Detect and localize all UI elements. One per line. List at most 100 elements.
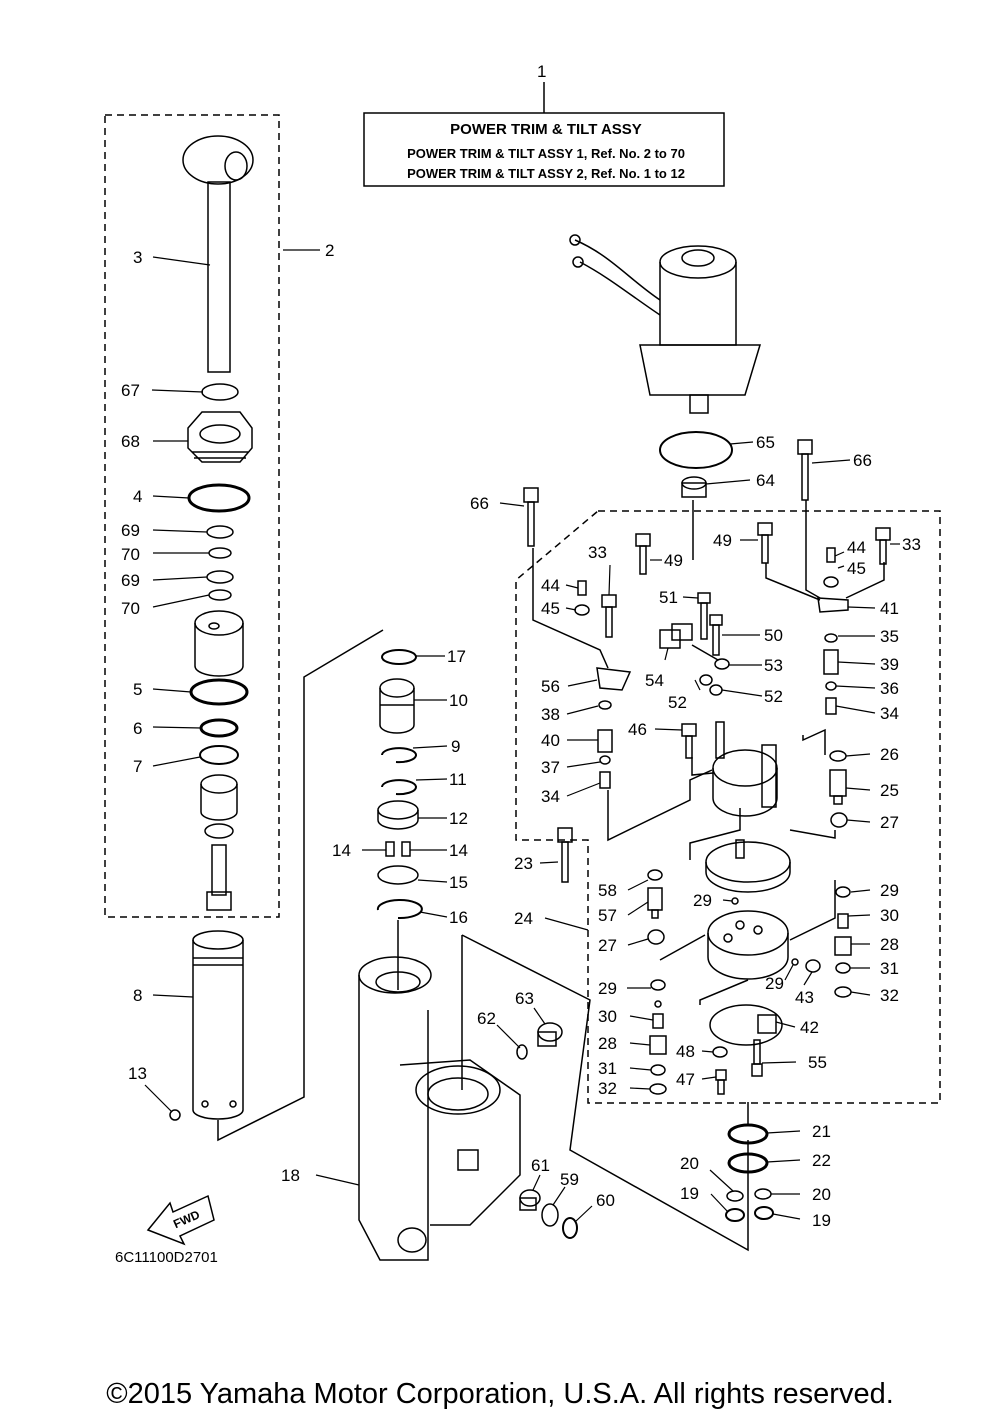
callout-27-b: 27 [598,936,617,955]
bracket-link-line-d [845,562,885,599]
callout-29-d: 29 [598,979,617,998]
part-59-o-ring [541,1203,559,1227]
callout-34-b: 34 [541,787,560,806]
callout-49: 49 [664,551,683,570]
callout-54: 54 [645,671,664,690]
callout-22: 22 [812,1151,831,1170]
callout-18: 18 [281,1166,300,1185]
callout-68: 68 [121,432,140,451]
part-35-seal [824,633,838,643]
callout-13: 13 [128,1064,147,1083]
part-29-cup-b [650,979,666,991]
part-46-bolt [681,723,697,759]
title-number: 1 [537,62,546,81]
callout-16: 16 [449,908,468,927]
callout-28: 28 [880,935,899,954]
part-18-housing [358,956,521,1261]
part-25-valve [829,769,847,805]
bracket-link-line [532,548,609,669]
part-5-o-ring [189,678,249,706]
callout-14: 14 [332,841,351,860]
callout-48: 48 [676,1042,695,1061]
part-12-seat [377,800,419,830]
title-line-1: POWER TRIM & TILT ASSY 1, Ref. No. 2 to … [407,146,685,161]
callout-29-c: 29 [765,974,784,993]
part-58-seal [647,869,663,881]
part-29-ball-c [654,1000,662,1008]
callout-56: 56 [541,677,560,696]
callout-3: 3 [133,248,142,267]
callout-66: 66 [853,451,872,470]
part-11-ring [381,779,417,796]
part-52-seal-b [709,684,723,696]
part-33-bolt-b [601,594,617,638]
part-31-seal-b [650,1064,666,1076]
part-70-o-ring-b [208,589,232,601]
callout-20: 20 [680,1154,699,1173]
part-29-ball [731,897,739,905]
block-link-line-c [659,934,706,961]
motor [569,234,762,414]
callout-11: 11 [449,770,467,789]
part-37-ball [599,755,611,765]
part-20-ring-b [754,1188,772,1200]
callout-32: 32 [880,986,899,1005]
part-44-spring [577,580,587,596]
callout-70: 70 [121,545,140,564]
bracket-link-line-c [765,563,821,601]
part-49-bolt-b [757,522,773,564]
callout-58: 58 [598,881,617,900]
callout-35: 35 [880,627,899,646]
callout-23: 23 [514,854,533,873]
callout-55: 55 [808,1053,827,1072]
plate-link-line-b [789,829,836,839]
part-19-seal-b [754,1206,774,1220]
part-50-bolt [709,614,723,656]
callout-28-b: 28 [598,1034,617,1053]
block-link-line [699,979,749,1005]
callout-17: 17 [447,647,466,666]
part-40-spring [597,729,613,753]
callout-67: 67 [121,381,140,400]
callout-30-b: 30 [598,1007,617,1026]
part-16-snap-ring [376,899,423,920]
callout-40: 40 [541,731,560,750]
callout-12: 12 [449,809,468,828]
part-30-spring-b [652,1013,664,1029]
part-34-piston [599,771,611,789]
callout-45: 45 [847,559,866,578]
callout-31-b: 31 [598,1059,617,1078]
part-48-seal [712,1046,728,1058]
part-70-o-ring [208,547,232,559]
callout-62: 62 [477,1009,496,1028]
callout-59: 59 [560,1170,579,1189]
part-8-connector-line [217,629,384,1142]
part-31-seal [835,962,851,974]
callout-9: 9 [451,737,460,756]
part-61-plug [519,1189,541,1211]
part-39-spring [823,649,839,675]
part-65-o-ring [659,431,733,469]
callout-65: 65 [756,433,775,452]
piston [194,610,244,677]
callout-32-b: 32 [598,1079,617,1098]
callout-47: 47 [676,1070,695,1089]
part-6-o-ring [199,718,239,738]
assy-2-dashed-box [104,114,280,918]
callout-2: 2 [325,241,334,260]
callout-19: 19 [680,1184,699,1203]
part-19-seal [725,1208,745,1222]
callout-30: 30 [880,906,899,925]
callout-63: 63 [515,989,534,1008]
callout-29-b: 29 [693,891,712,910]
callout-37: 37 [541,758,560,777]
part-29-ball-b [791,958,799,966]
part-56-bracket [596,667,632,691]
valve-connector-line [461,934,749,1252]
title-line-2: POWER TRIM & TILT ASSY 2, Ref. No. 1 to … [407,166,685,181]
part-27-seat [647,929,665,945]
part-33-bolt [875,527,891,565]
part-47-bolt [715,1069,727,1095]
callout-44-b: 44 [541,576,560,595]
pump-body [712,721,778,817]
